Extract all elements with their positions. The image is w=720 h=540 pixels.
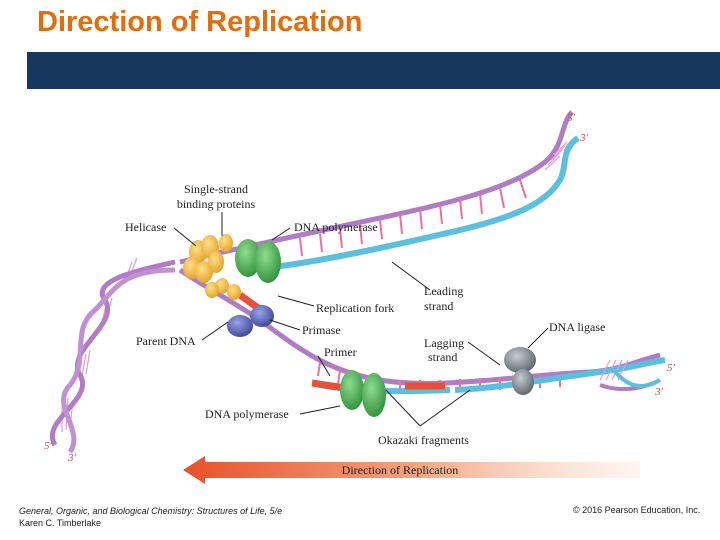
leading-strand-label-line2: strand	[424, 299, 453, 313]
dna-ligase-label: DNA ligase	[549, 320, 605, 334]
top-five-prime: 5′	[567, 112, 576, 124]
ssb-label: Single-strand binding proteins	[177, 182, 256, 211]
primase-label: Primase	[302, 323, 341, 337]
left-five-prime: 5′	[44, 440, 53, 452]
footer-copyright: © 2016 Pearson Education, Inc.	[573, 505, 701, 515]
pointer-lines	[173, 212, 549, 427]
primer-label: Primer	[324, 345, 357, 359]
ssb-label-line2: binding proteins	[177, 197, 256, 211]
footer-citation: General, Organic, and Biological Chemist…	[19, 505, 282, 529]
dna-polymerase-bottom-label: DNA polymerase	[205, 407, 289, 421]
helicase	[183, 235, 224, 283]
parent-dna-helix	[50, 257, 176, 454]
lagging-strand-label-line2: strand	[428, 350, 457, 364]
lagging-strand-label-line1: Lagging	[424, 336, 464, 350]
slide-title: Direction of Replication	[37, 6, 363, 38]
leading-strand-label: Leading strand	[424, 284, 463, 313]
title-bar	[27, 52, 720, 89]
parent-dna-label: Parent DNA	[136, 334, 196, 348]
right-five-prime: 5′	[667, 362, 676, 374]
right-three-prime: 3′	[654, 386, 664, 398]
direction-arrow: Direction of Replication	[183, 456, 640, 484]
helicase-label: Helicase	[125, 220, 166, 234]
ssb-label-line1: Single-strand	[184, 182, 248, 196]
replication-fork-label: Replication fork	[316, 301, 394, 315]
dna-polymerase-bottom	[340, 370, 386, 417]
left-three-prime: 3′	[67, 452, 77, 464]
dna-ligase	[504, 347, 536, 395]
okazaki-label: Okazaki fragments	[378, 433, 469, 447]
citation-text: General, Organic, and Biological Chemist…	[19, 506, 283, 516]
leading-strand-label-line1: Leading	[424, 284, 463, 298]
author-text: Karen C. Timberlake	[19, 518, 102, 528]
lower-right-helix	[610, 366, 662, 388]
primase	[227, 305, 274, 337]
dna-polymerase-top	[235, 239, 281, 283]
direction-label: Direction of Replication	[342, 463, 459, 477]
leading-strand	[264, 135, 580, 271]
top-three-prime: 3′	[579, 132, 589, 144]
dna-polymerase-top-label: DNA polymerase	[294, 220, 378, 234]
ssb-proteins	[205, 234, 241, 300]
lagging-strand-label: Lagging strand	[424, 336, 464, 364]
